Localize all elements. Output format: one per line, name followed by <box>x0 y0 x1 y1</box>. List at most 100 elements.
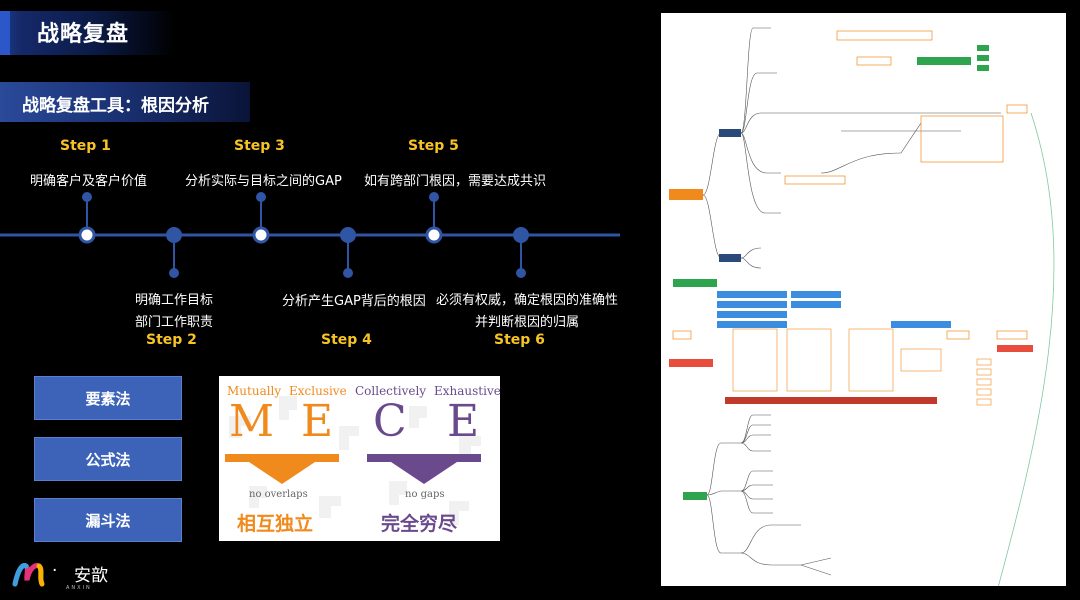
mm-node <box>673 279 717 287</box>
mm-node <box>976 398 992 406</box>
step6-desc-line2: 并判断根因的归属 <box>474 315 579 330</box>
mm-node <box>791 301 841 308</box>
mm-bottom-root-node <box>683 492 707 500</box>
logo-name: 安歆 <box>74 566 108 586</box>
mm-node <box>920 115 1004 163</box>
mece-background-pattern <box>229 396 481 525</box>
step6-stem-dot <box>516 268 526 278</box>
step6-label: Step 6 <box>494 332 545 348</box>
mm-node <box>946 330 970 340</box>
step4-stem-dot <box>343 268 353 278</box>
mm-node <box>976 388 992 396</box>
mm-node <box>977 65 989 71</box>
title-accent <box>0 11 10 55</box>
mece-letter-c: C <box>373 396 407 447</box>
mece-word-collectively: Collectively <box>355 384 427 398</box>
mece-word-exhaustive: Exhaustive <box>434 384 501 398</box>
step2-stem-dot <box>169 268 179 278</box>
mm-node <box>717 301 787 308</box>
step3-desc: 分析实际与目标之间的GAP <box>185 174 342 189</box>
mm-node <box>900 348 942 372</box>
mm-node <box>719 254 741 262</box>
mm-node <box>719 129 741 137</box>
step6-desc: 必须有权威，确定根因的准确性 并判断根因的归属 <box>432 290 622 334</box>
step1-desc: 明确客户及客户价值 <box>30 174 148 189</box>
step5-node <box>425 226 443 244</box>
mm-node <box>977 55 989 61</box>
funnel-method-button[interactable]: 漏斗法 <box>34 498 182 542</box>
step2-desc-line1: 明确工作目标 <box>134 293 213 308</box>
purple-arrow <box>367 454 481 484</box>
mm-root-node <box>669 189 703 200</box>
page-title: 战略复盘 <box>37 22 130 47</box>
mm-node <box>976 358 992 366</box>
mece-letter-e2: E <box>447 396 480 447</box>
mindmap-screenshot <box>661 13 1066 600</box>
step1-stem-dot <box>82 192 92 202</box>
mm-node <box>732 328 778 392</box>
mm-node <box>717 291 787 298</box>
mm-node <box>725 397 937 404</box>
mece-arrows <box>225 454 481 484</box>
logo-dot: · <box>52 561 58 581</box>
mm-node <box>836 30 933 41</box>
mm-node <box>717 311 787 318</box>
mm-node <box>997 345 1033 352</box>
section-title: 战略复盘工具：根因分析 <box>22 96 209 116</box>
mm-node <box>891 321 951 328</box>
step4-label: Step 4 <box>321 332 372 348</box>
step6-desc-line1: 必须有权威，确定根因的准确性 <box>435 293 618 308</box>
mm-node <box>856 56 892 66</box>
mm-node <box>976 368 992 376</box>
step1-label: Step 1 <box>60 138 111 154</box>
no-gaps-caption: no gaps <box>405 489 445 500</box>
step2-node <box>166 227 182 243</box>
mm-node <box>784 175 846 185</box>
step3-stem-dot <box>256 192 266 202</box>
mindmap-branches-bottom <box>706 414 832 576</box>
step2-desc-line2: 部门工作职责 <box>134 315 213 330</box>
mindmap-drawing <box>669 27 1055 600</box>
step5-stem-dot <box>429 192 439 202</box>
title-bar-bg <box>0 11 175 55</box>
mece-letter-e1: E <box>301 396 334 447</box>
step5-label: Step 5 <box>408 138 459 154</box>
mm-node <box>791 291 841 298</box>
timeline <box>0 192 620 278</box>
mindmap-nodes-middle <box>669 279 1033 406</box>
step3-label: Step 3 <box>234 138 285 154</box>
mm-node <box>848 328 894 392</box>
mm-node <box>672 330 692 340</box>
mm-node <box>977 45 989 51</box>
orange-arrow <box>225 454 339 484</box>
element-method-button[interactable]: 要素法 <box>34 376 182 420</box>
mece-diagram: Mutually Exclusive Collectively Exhausti… <box>219 376 501 541</box>
section-title-bg <box>0 82 250 122</box>
no-overlaps-caption: no overlaps <box>249 489 308 500</box>
step5-desc: 如有跨部门根因，需要达成共识 <box>364 174 547 189</box>
mm-node <box>917 57 971 65</box>
mece-letter-m: M <box>229 396 275 447</box>
step3-node <box>252 226 270 244</box>
mm-node <box>1006 104 1028 114</box>
logo-sub: ANXIN <box>66 585 92 591</box>
step6-node <box>513 227 529 243</box>
step1-node <box>78 226 96 244</box>
mece-word-exclusive: Exclusive <box>289 384 347 398</box>
mm-node <box>669 359 713 367</box>
step4-node <box>340 227 356 243</box>
mm-node <box>996 330 1028 340</box>
formula-method-button[interactable]: 公式法 <box>34 437 182 481</box>
collectively-exhaustive-cn: 完全穷尽 <box>381 513 458 535</box>
mece-word-mutually: Mutually <box>227 384 282 398</box>
anxin-logo-mark <box>12 563 45 587</box>
mm-connector <box>994 112 1055 600</box>
mutually-exclusive-cn: 相互独立 <box>237 513 314 535</box>
step2-label: Step 2 <box>146 332 197 348</box>
mm-node <box>717 321 787 328</box>
step4-desc: 分析产生GAP背后的根因 <box>282 294 426 309</box>
mm-node <box>786 328 832 392</box>
mm-node <box>976 378 992 386</box>
step2-desc: 明确工作目标 部门工作职责 <box>124 290 224 334</box>
mindmap-nodes-top <box>669 30 1028 262</box>
